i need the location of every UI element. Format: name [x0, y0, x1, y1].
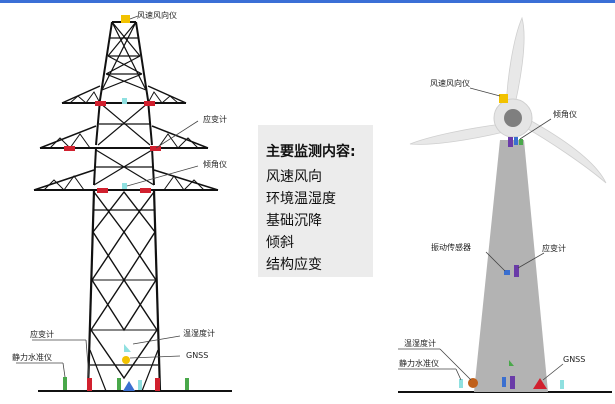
- tower-wind-sensor-icon: [121, 15, 130, 23]
- turbine-strain-mid: [514, 265, 519, 277]
- turbine-tilt-green: [519, 139, 523, 145]
- turbine-blade-right: [520, 117, 607, 184]
- panel-item-tilt: 倾斜: [266, 235, 294, 251]
- tower-sensor-cyan-base: [138, 380, 142, 390]
- turbine-strain-base: [510, 376, 515, 389]
- tower-strain-lower-right: [140, 188, 151, 193]
- turbine-level-gauge-icon: [502, 377, 506, 387]
- tower-label-strain-gauge-base: 应变计: [30, 329, 54, 339]
- panel-item-wind: 风速风向: [266, 169, 322, 185]
- turbine-ground-sensor-icon: [468, 378, 478, 388]
- tower-tilt-upper: [122, 98, 127, 104]
- tower-strain-base-left: [87, 378, 92, 391]
- tower-leader-lines: [16, 15, 199, 379]
- turbine-label-tilt-meter: 倾角仪: [553, 109, 577, 119]
- turbine-sensors: [459, 94, 564, 389]
- tower-level-gauge-left: [63, 377, 67, 390]
- tower-label-gnss: GNSS: [186, 351, 208, 360]
- tower-strain-upper-left: [95, 101, 106, 106]
- tower-strain-lower-left: [97, 188, 108, 193]
- monitoring-content-panel: 主要监测内容: 风速风向 环境温湿度 基础沉降 倾斜 结构应变: [258, 125, 373, 277]
- turbine-temp-humidity-icon: [509, 360, 514, 366]
- tower-strain-mid-left: [64, 146, 75, 151]
- tower-strain-base-right: [155, 378, 160, 391]
- tower-level-gauge-right: [185, 378, 189, 390]
- tower-gnss-antenna-icon: [122, 356, 130, 364]
- top-accent-bar: [0, 0, 615, 3]
- turbine-vibration-sensor-icon: [504, 270, 510, 275]
- turbine-label-temp-humidity: 温湿度计: [404, 338, 436, 348]
- turbine-blade-left: [409, 123, 505, 145]
- tower-label-tilt-meter: 倾角仪: [203, 159, 227, 169]
- tower-gnss-base-icon: [123, 381, 135, 391]
- turbine-sensor-cyan-right: [560, 380, 564, 389]
- tower-label-temp-humidity: 温湿度计: [183, 328, 215, 338]
- tower-strain-upper-right: [144, 101, 155, 106]
- panel-item-temp-humidity: 环境温湿度: [266, 191, 336, 207]
- tower-strain-mid-right: [150, 146, 161, 151]
- tower-tilt-lower: [122, 183, 127, 189]
- turbine-label-vibration-sensor: 振动传感器: [431, 242, 471, 252]
- panel-item-strain: 结构应变: [266, 257, 322, 273]
- turbine-leader-lines: [398, 87, 564, 381]
- turbine-label-strain-gauge: 应变计: [542, 243, 566, 253]
- tower-temp-humidity-icon: [124, 344, 131, 352]
- tower-label-level-gauge: 静力水准仪: [12, 352, 52, 362]
- turbine-gnss-icon: [533, 378, 547, 389]
- tower-level-gauge-center: [117, 378, 121, 390]
- turbine-sensor-cyan-left: [459, 379, 463, 388]
- tower-label-wind-sensor: 风速风向仪: [137, 10, 177, 20]
- tower-sensors: [63, 15, 189, 391]
- turbine-strain-top: [508, 137, 513, 147]
- turbine-tower: [474, 140, 548, 392]
- turbine-label-gnss: GNSS: [563, 355, 585, 364]
- turbine-label-level-gauge: 静力水准仪: [399, 358, 439, 368]
- turbine-label-wind-sensor: 风速风向仪: [430, 78, 470, 88]
- turbine-hub: [504, 109, 522, 127]
- panel-title: 主要监测内容:: [266, 144, 356, 160]
- turbine-tilt-icon: [514, 137, 518, 145]
- turbine-wind-sensor-icon: [499, 94, 508, 103]
- turbine-blade-top: [505, 16, 525, 118]
- tower-label-strain-gauge: 应变计: [203, 114, 227, 124]
- panel-item-settlement: 基础沉降: [266, 213, 322, 229]
- wind-turbine: [398, 16, 612, 393]
